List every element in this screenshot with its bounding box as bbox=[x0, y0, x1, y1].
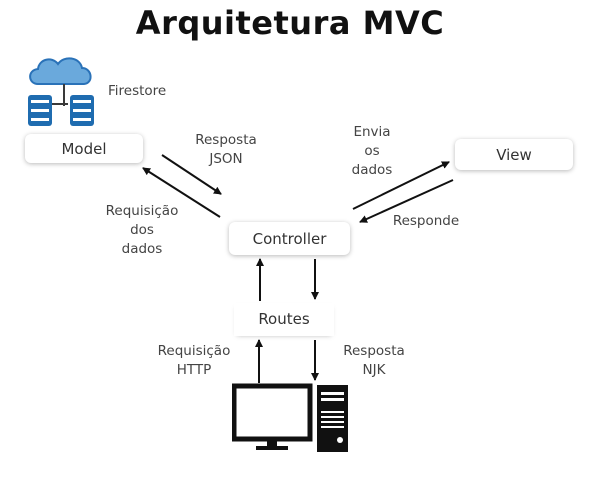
controller-label: Controller bbox=[252, 229, 327, 248]
view-node: View bbox=[455, 139, 573, 170]
computer-icon bbox=[232, 383, 348, 452]
controller-node: Controller bbox=[229, 222, 350, 255]
edge-label-responde: Responde bbox=[392, 213, 460, 229]
diagram-title: Arquitetura MVC bbox=[135, 4, 445, 42]
database-left-icon bbox=[28, 95, 52, 126]
routes-node: Routes bbox=[234, 303, 334, 336]
arrow-view-to-controller bbox=[359, 179, 454, 223]
view-label: View bbox=[496, 145, 532, 164]
arrow-controller-to-view bbox=[352, 161, 450, 210]
arrow-model-to-controller bbox=[161, 154, 222, 195]
model-node: Model bbox=[25, 134, 143, 163]
edge-label-requisicao-http: Requisição HTTP bbox=[157, 343, 231, 378]
monitor-icon bbox=[232, 383, 313, 450]
database-right-icon bbox=[70, 95, 94, 126]
edge-label-resposta-njk: Resposta NJK bbox=[343, 343, 405, 378]
edge-label-resposta-json: Resposta JSON bbox=[195, 132, 257, 167]
tower-icon bbox=[317, 385, 348, 452]
arrow-controller-to-model bbox=[142, 167, 221, 218]
cloud-database-icon bbox=[28, 57, 94, 126]
firestore-label: Firestore bbox=[108, 83, 167, 99]
edge-label-requisicao-dados: Requisição dos dados bbox=[105, 203, 179, 257]
edge-label-envia-dados: Envia os dados bbox=[351, 124, 393, 178]
model-label: Model bbox=[61, 139, 107, 158]
